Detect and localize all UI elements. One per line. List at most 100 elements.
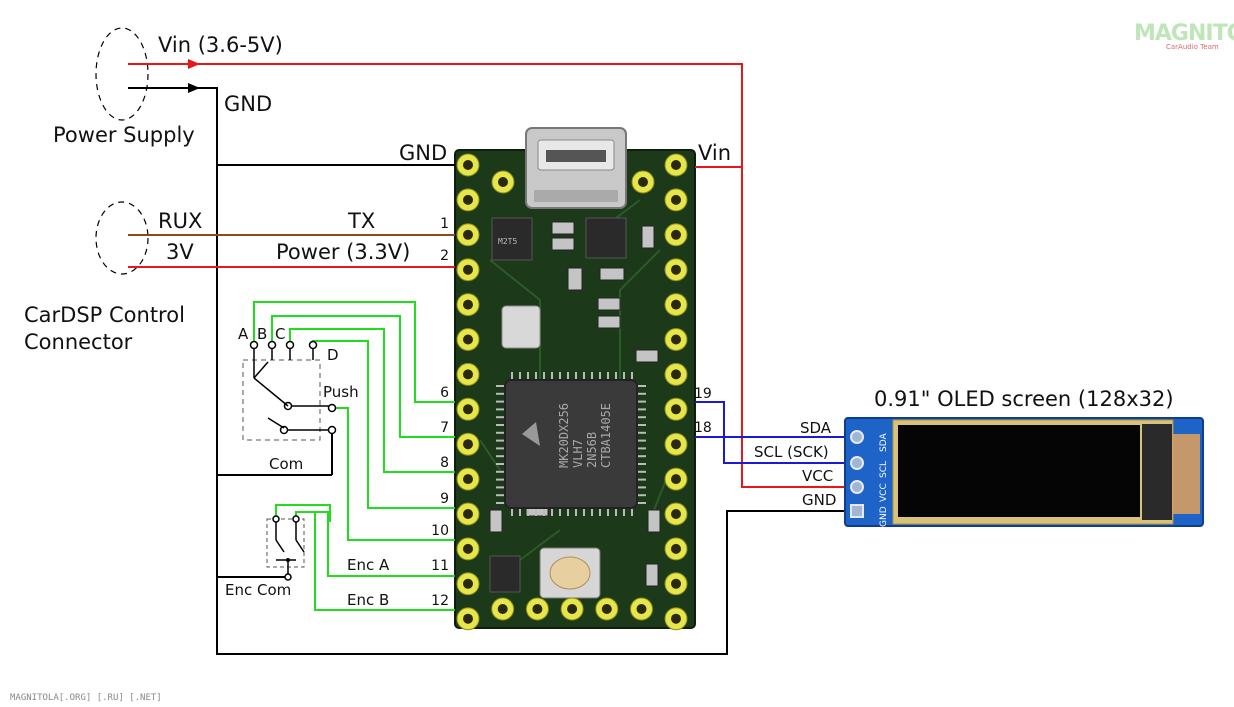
teensy-gnd-label: GND [399, 141, 447, 165]
oled-flex-cable [1172, 434, 1200, 514]
wire-vin [128, 63, 743, 168]
pin-label-12: 12 [431, 593, 449, 609]
oled-pin-gnd: GND [802, 491, 836, 509]
watermark-footer: MAGNITOLA[.ORG] [.RU] [.NET] [10, 693, 162, 703]
wires [128, 59, 845, 655]
usb-connector [525, 127, 627, 209]
pad-left-2-hole [463, 229, 473, 240]
pad-left-11-hole [463, 543, 473, 554]
switch-label-push: Push [323, 383, 359, 401]
enc-a-label: Enc A [347, 556, 390, 574]
cardsp-label-1: CarDSP Control [24, 303, 185, 327]
vin-label: Vin (3.6-5V) [158, 33, 283, 57]
encoder-terminals [272, 515, 300, 581]
pad-left-8-hole [463, 439, 473, 450]
teensy-board: M2T5 MK20DX256 VLH7 2N56B CTBA1405E [454, 127, 696, 631]
pin-label-18: 18 [694, 420, 712, 436]
pad-inner-1-hole [498, 177, 508, 187]
pad-left-7-hole [463, 404, 473, 415]
oled-silk: GND VCC SCL SDA [879, 433, 889, 527]
pad-bottom-3-hole [567, 604, 578, 614]
pad-right-8-hole [671, 439, 681, 450]
freescale-logo [522, 422, 540, 446]
header-pads [456, 153, 688, 631]
wire-scl [695, 401, 845, 464]
oled-pin-vcc: VCC [802, 467, 833, 485]
wire-enc-a [312, 511, 455, 577]
gnd-arrow [188, 83, 200, 93]
watermark-logo: MAGNITOLA CarAudio Team [1134, 21, 1234, 51]
pad-right-9-hole [671, 474, 681, 485]
oled-silk-gnd: GND [879, 506, 889, 527]
tx-label: TX [347, 209, 375, 233]
oled-pin-sda: SDA [800, 419, 832, 437]
switch-label-b: B [257, 325, 267, 343]
oled-flex [1142, 424, 1172, 520]
enc-b-label: Enc B [347, 591, 389, 609]
pad-right-4-hole [671, 299, 681, 310]
pad-right-3-hole [671, 264, 681, 275]
pad-left-0-hole [463, 160, 473, 170]
wire-switch-push [332, 407, 455, 541]
small-chip-left [491, 217, 533, 261]
oled-silk-sda: SDA [879, 433, 889, 452]
pin-label-19: 19 [694, 386, 712, 402]
teensy-vin-label: Vin [698, 141, 731, 165]
pad-left-5-hole [463, 334, 473, 345]
wire-switch-a [253, 301, 455, 403]
cardsp-label-2: Connector [24, 330, 133, 354]
pad-inner-2-hole [638, 177, 648, 187]
pad-bottom-4-hole [601, 604, 612, 614]
oled-module: 0.91" OLED screen (128x32) GND VCC SCL S… [754, 387, 1204, 527]
pad-left-12-hole [463, 578, 473, 589]
power-supply-connector: Power Supply Vin (3.6-5V) GND [53, 27, 283, 147]
oled-silk-scl: SCL [879, 461, 889, 478]
pad-right-10-hole [671, 509, 681, 519]
oled-title: 0.91" OLED screen (128x32) [874, 387, 1174, 411]
pad-left-10-hole [463, 509, 473, 519]
pad-bottom-2-hole [532, 604, 543, 614]
switch-outline [242, 359, 321, 441]
encoder-junction [286, 558, 290, 562]
crystal [501, 305, 541, 349]
oled-pin-scl: SCL (SCK) [754, 443, 829, 461]
pin-label-6: 6 [440, 385, 449, 401]
pad-right-1-hole [671, 194, 681, 205]
pad-right-0-hole [671, 160, 681, 170]
pad-bottom-5-hole [636, 604, 647, 614]
program-button [539, 547, 601, 599]
passive-components [489, 221, 661, 587]
mcu-line-3: 2N56B [585, 432, 599, 468]
power-supply-outline [95, 27, 149, 121]
wire-gnd [200, 87, 845, 655]
mcu-chip: MK20DX256 VLH7 2N56B CTBA1405E [496, 372, 646, 516]
pad-left-6-hole [463, 369, 473, 380]
pad-right-2-hole [671, 229, 681, 240]
pad-left-13-hole [463, 613, 473, 624]
mcu-line-4: CTBA1405E [599, 403, 613, 468]
power-3v3-label: Power (3.3V) [276, 240, 410, 264]
pad-right-5-hole [671, 334, 681, 345]
pad-right-7-hole [671, 404, 681, 415]
pad-bottom-1-hole [497, 604, 508, 614]
rotary-encoder: Enc A Enc B Enc Com [225, 515, 390, 609]
pad-right-13-hole [671, 613, 681, 624]
rux-label: RUX [158, 209, 202, 233]
cardsp-connector: CarDSP Control Connector RUX 3V TX Power… [24, 201, 410, 354]
pin-label-2: 2 [440, 248, 449, 264]
power-supply-label: Power Supply [53, 123, 195, 147]
pin-label-10: 10 [431, 523, 449, 539]
switch-label-c: C [275, 325, 285, 343]
wire-enc-top [275, 504, 331, 522]
pin-label-7: 7 [440, 420, 449, 436]
wire-switch-c [289, 328, 455, 473]
small-chip-left-text: M2T5 [498, 237, 517, 246]
pad-right-12-hole [671, 578, 681, 589]
oled-silk-vcc: VCC [879, 483, 889, 502]
pad-left-4-hole [463, 299, 473, 310]
wire-vcc [741, 167, 845, 488]
oled-pin-holes [850, 430, 864, 518]
